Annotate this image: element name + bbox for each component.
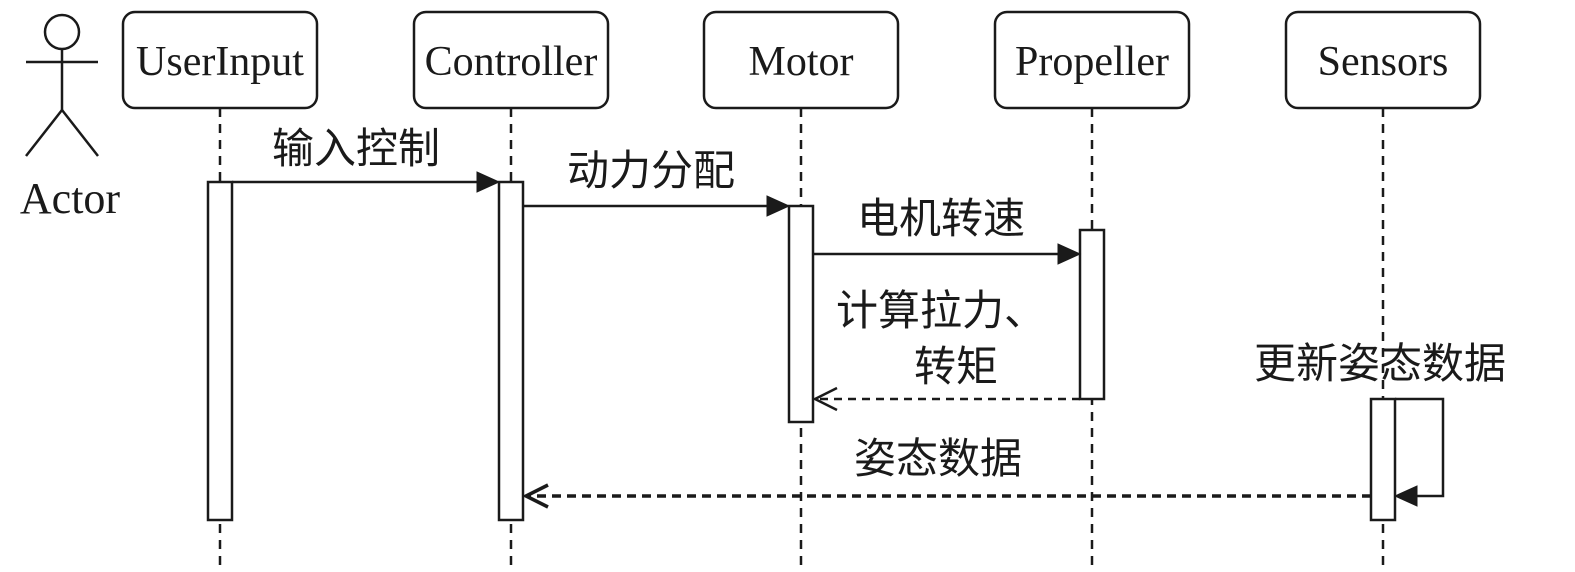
arrow-head-icon — [1057, 243, 1082, 265]
participant-sensors: Sensors — [1284, 10, 1482, 110]
arrow-head-icon — [476, 171, 501, 193]
participant-propeller: Propeller — [993, 10, 1191, 110]
message-update-attitude-data: 更新姿态数据 — [1254, 339, 1506, 507]
message-power-distribution: 动力分配 — [523, 146, 791, 217]
participant-box — [702, 10, 900, 110]
actor-left-leg — [25, 109, 63, 157]
message-label: 更新姿态数据 — [1254, 339, 1506, 388]
actor-label: Actor — [20, 174, 121, 223]
activation-controller — [497, 180, 525, 522]
open-arrow-head-icon — [812, 386, 838, 412]
arrow-head-icon — [766, 195, 791, 217]
participant-box — [993, 10, 1191, 110]
participant-box — [1284, 10, 1482, 110]
actor-figure — [25, 13, 99, 157]
message-label: 输入控制 — [272, 124, 440, 173]
participant-label: Motor — [749, 39, 854, 85]
participant-controller: Controller — [412, 10, 610, 110]
actor-head — [43, 13, 81, 51]
message-label: 电机转速 — [857, 194, 1025, 243]
participant-userinput: UserInput — [121, 10, 319, 110]
activation-sensors — [1369, 397, 1397, 522]
activation-userinput — [206, 180, 234, 522]
participant-motor: Motor — [702, 10, 900, 110]
message-motor-speed: 电机转速 — [813, 194, 1082, 265]
participant-box — [121, 10, 319, 110]
open-arrow-head-icon — [522, 483, 549, 509]
activation-motor — [787, 204, 815, 424]
self-call-line — [1395, 397, 1445, 498]
participant-label: Controller — [425, 39, 598, 85]
activation-propeller — [1078, 228, 1106, 401]
message-input-control: 输入控制 — [232, 124, 501, 193]
participant-label: UserInput — [136, 39, 304, 85]
message-label: 姿态数据 — [854, 434, 1022, 483]
arrow-head-icon — [1393, 485, 1418, 507]
message-label: 动力分配 — [567, 146, 735, 195]
message-label-line1: 计算拉力、 — [836, 286, 1046, 335]
participant-box — [412, 10, 610, 110]
message-attitude-data: 姿态数据 — [522, 434, 1371, 509]
participant-label: Propeller — [1015, 39, 1169, 85]
message-compute-thrust-torque: 计算拉力、 转矩 — [812, 286, 1080, 412]
participant-label: Sensors — [1318, 39, 1449, 85]
message-label-line2: 转矩 — [914, 342, 998, 391]
actor-right-leg — [61, 109, 99, 157]
